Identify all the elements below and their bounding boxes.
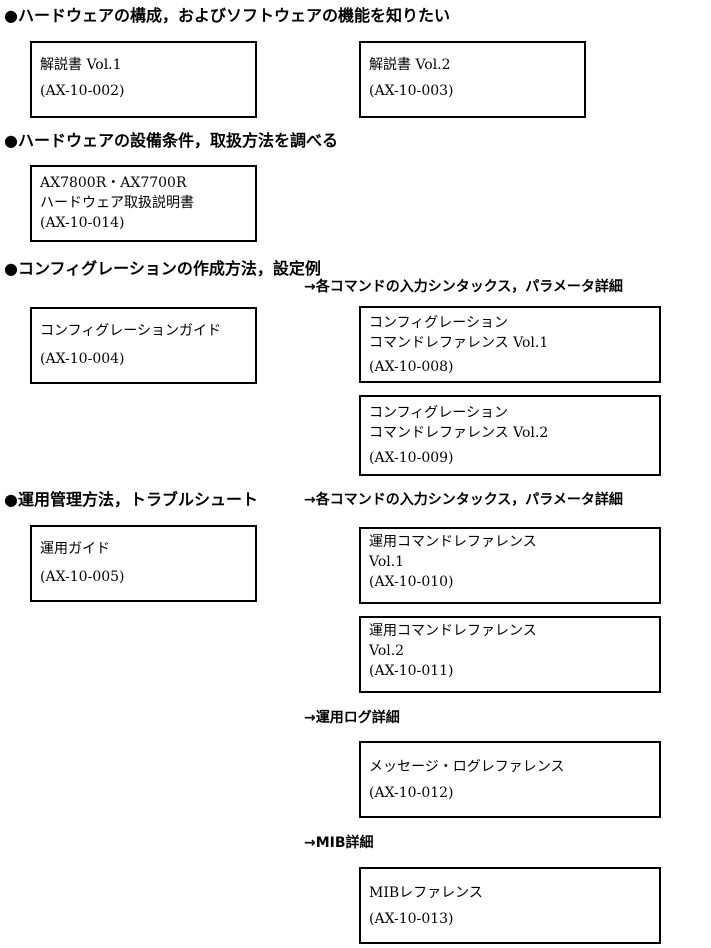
manual-code: (AX-10-008): [369, 359, 454, 375]
manual-code: (AX-10-002): [40, 83, 125, 99]
manual-configuration-guide: コンフィグレーションガイド (AX-10-004): [30, 307, 257, 384]
manual-title-line1: 運用コマンドレファレンス: [369, 534, 537, 550]
manual-title-line2: ハードウェア取扱説明書: [40, 195, 194, 211]
manual-description-vol1: 解説書 Vol.1 (AX-10-002): [30, 41, 257, 118]
manual-config-command-ref-vol1: コンフィグレーション コマンドレファレンス Vol.1 (AX-10-008): [359, 306, 661, 383]
manual-code: (AX-10-005): [40, 569, 125, 585]
manual-ops-command-ref-vol2: 運用コマンドレファレンス Vol.2 (AX-10-011): [359, 616, 661, 693]
manual-mib-reference: MIBレファレンス (AX-10-013): [359, 867, 661, 944]
manual-title: コンフィグレーションガイド: [40, 323, 222, 339]
manual-description-vol2: 解説書 Vol.2 (AX-10-003): [359, 41, 586, 118]
manual-code: (AX-10-010): [369, 574, 454, 590]
manual-code: (AX-10-003): [369, 83, 454, 99]
manual-title-line1: AX7800R・AX7700R: [40, 175, 187, 191]
heading-hardware-software: ●ハードウェアの構成，およびソフトウェアの機能を知りたい: [4, 6, 450, 25]
manual-code: (AX-10-009): [369, 450, 454, 466]
manual-title-line1: コンフィグレーション: [369, 405, 509, 421]
manual-title-line1: 運用コマンドレファレンス: [369, 623, 537, 639]
manual-code: (AX-10-014): [40, 215, 125, 231]
manual-title: MIBレファレンス: [369, 885, 483, 901]
heading-operations: ●運用管理方法，トラブルシュート: [4, 490, 258, 509]
manual-title: 運用ガイド: [40, 541, 110, 557]
heading-hardware-installation: ●ハードウェアの設備条件，取扱方法を調べる: [4, 131, 338, 150]
arrow-ops-log-detail: →運用ログ詳細: [304, 710, 400, 726]
arrow-ops-command-syntax: →各コマンドの入力シンタックス，パラメータ詳細: [304, 492, 623, 508]
manual-title-line2: Vol.1: [369, 554, 405, 570]
manual-title: メッセージ・ログレファレンス: [369, 759, 565, 775]
arrow-mib-detail: →MIB詳細: [304, 835, 374, 851]
manual-title: 解説書 Vol.1: [40, 57, 122, 73]
manual-title: 解説書 Vol.2: [369, 57, 451, 73]
manual-title-line2: コマンドレファレンス Vol.2: [369, 425, 549, 441]
manual-ops-command-ref-vol1: 運用コマンドレファレンス Vol.1 (AX-10-010): [359, 527, 661, 604]
manual-code: (AX-10-013): [369, 911, 454, 927]
manual-operations-guide: 運用ガイド (AX-10-005): [30, 525, 257, 602]
manual-title-line1: コンフィグレーション: [369, 315, 509, 331]
manual-title-line2: コマンドレファレンス Vol.1: [369, 335, 549, 351]
manual-hardware-handling: AX7800R・AX7700R ハードウェア取扱説明書 (AX-10-014): [30, 165, 257, 242]
manual-title-line2: Vol.2: [369, 643, 405, 659]
manual-code: (AX-10-004): [40, 351, 125, 367]
heading-configuration: ●コンフィグレーションの作成方法，設定例: [4, 259, 321, 278]
manual-code: (AX-10-012): [369, 785, 454, 801]
arrow-config-command-syntax: →各コマンドの入力シンタックス，パラメータ詳細: [304, 279, 623, 295]
manual-code: (AX-10-011): [369, 663, 454, 679]
manual-message-log-reference: メッセージ・ログレファレンス (AX-10-012): [359, 741, 661, 818]
manual-config-command-ref-vol2: コンフィグレーション コマンドレファレンス Vol.2 (AX-10-009): [359, 395, 661, 476]
